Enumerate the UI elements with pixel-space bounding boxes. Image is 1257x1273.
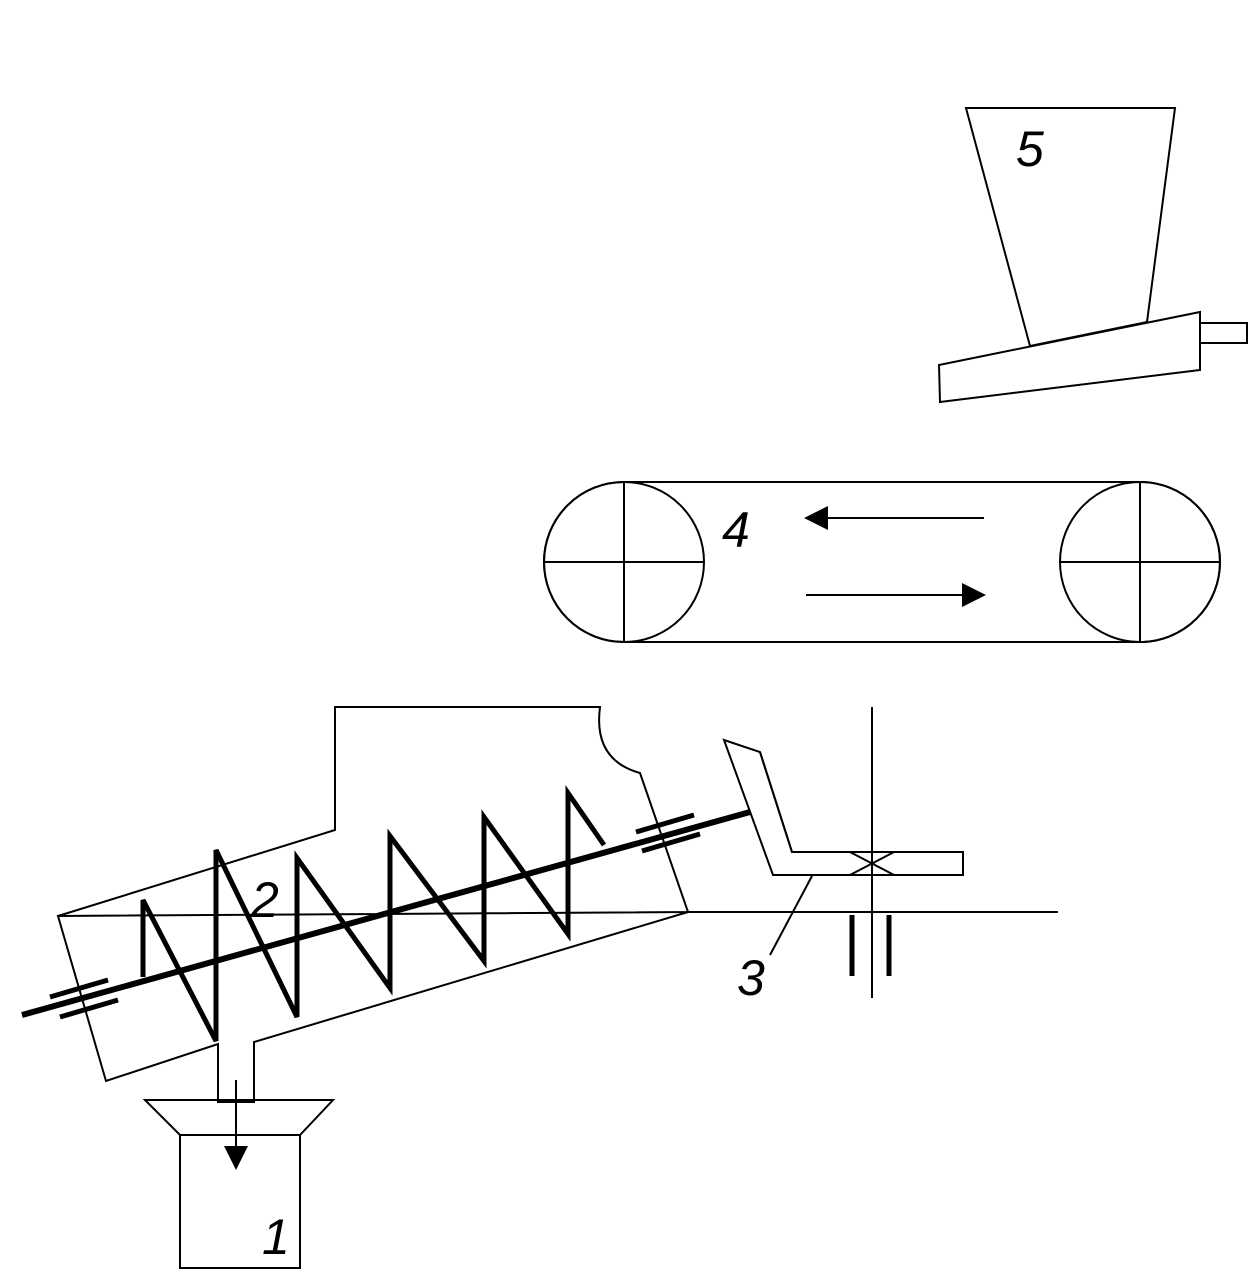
label-hopper: 5 [1016, 121, 1044, 177]
arrow-left [804, 506, 984, 530]
label-rotary-scraper: 3 [737, 950, 765, 1006]
left-bearing-lower [59, 997, 119, 1020]
hopper [964, 107, 1177, 348]
scraper-blade [722, 738, 964, 876]
leader-line-3 [769, 875, 813, 956]
screw-conveyor-assembly: 2 [21, 706, 1058, 1103]
label-storage-bin: 1 [262, 1209, 290, 1265]
discharge-arrowhead [224, 1146, 248, 1170]
screw-shaft [21, 809, 751, 1018]
arrow-right [806, 583, 986, 607]
vibratory-feeder-tray [937, 310, 1201, 404]
storage-bin [179, 1134, 301, 1269]
right-bearing-lower [641, 831, 701, 854]
left-bearing-upper [49, 977, 109, 1000]
screw-flight [140, 784, 607, 1043]
storage-bin-assembly: 1 [142, 1080, 336, 1269]
bin-funnel [142, 1099, 336, 1136]
belt-conveyor-assembly: 4 [543, 481, 1221, 643]
scraper-cross-2 [849, 851, 895, 876]
right-bearing-upper [635, 812, 695, 835]
label-belt-conveyor: 4 [722, 502, 750, 558]
screw-housing [56, 706, 1058, 1103]
label-screw-conveyor: 2 [250, 872, 279, 928]
scraper-blade-fold [759, 751, 793, 853]
hopper-assembly: 5 [937, 107, 1248, 404]
feeder-drive [1199, 322, 1248, 344]
rotary-scraper-assembly: 3 [722, 707, 964, 1006]
